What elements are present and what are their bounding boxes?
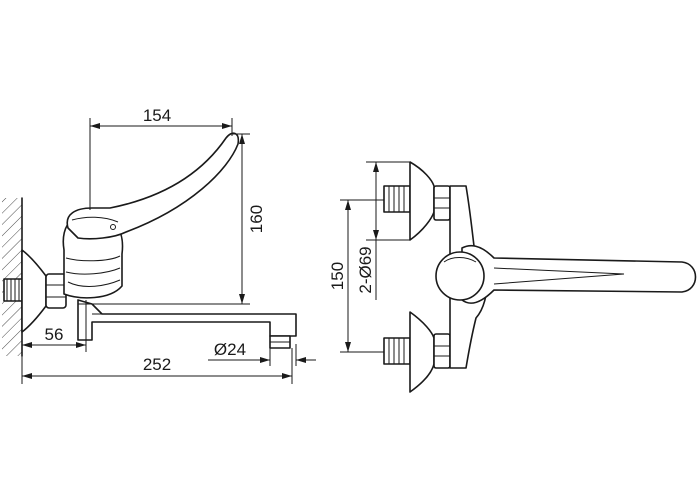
lever-handle: [66, 132, 240, 240]
dimension-inlet-spacing: 150: [328, 199, 384, 353]
lower-rosette: [409, 311, 435, 393]
dimension-d24-label: Ø24: [214, 340, 246, 359]
dimension-56-label: 56: [45, 325, 64, 344]
cartridge-dome: [435, 251, 485, 301]
dimension-154-label: 154: [143, 106, 171, 125]
upper-rosette: [409, 161, 435, 241]
dimension-handle-height: 160: [92, 133, 266, 305]
dimension-150-label: 150: [328, 262, 347, 290]
dimension-outlet-diameter: Ø24: [208, 340, 316, 366]
mixer-body: [62, 219, 124, 299]
front-view: 150 2-Ø69: [328, 161, 697, 393]
lower-nut: [433, 333, 451, 369]
lever-handle-front: [461, 244, 697, 304]
dimension-160-label: 160: [247, 205, 266, 233]
upper-nut: [433, 185, 451, 221]
side-view: 154 160 56 252: [2, 106, 316, 384]
upper-inlet-thread: [383, 185, 411, 213]
dimension-handle-reach: 154: [89, 106, 233, 210]
spout-arm: [77, 299, 297, 341]
dimension-2d69-label: 2-Ø69: [356, 246, 375, 293]
wall-rosette: [21, 249, 47, 333]
lever-groove: [493, 267, 625, 285]
connector-nut: [45, 273, 67, 309]
dimension-rosette-diameter: 2-Ø69: [356, 161, 410, 300]
dimension-252-label: 252: [143, 355, 171, 374]
inlet-thread: [3, 278, 23, 302]
dimension-wall-offset: 56: [22, 300, 87, 352]
dimension-spout-length: 252: [21, 348, 293, 384]
lower-inlet-thread: [383, 337, 411, 365]
wall-hatch: [2, 198, 22, 356]
